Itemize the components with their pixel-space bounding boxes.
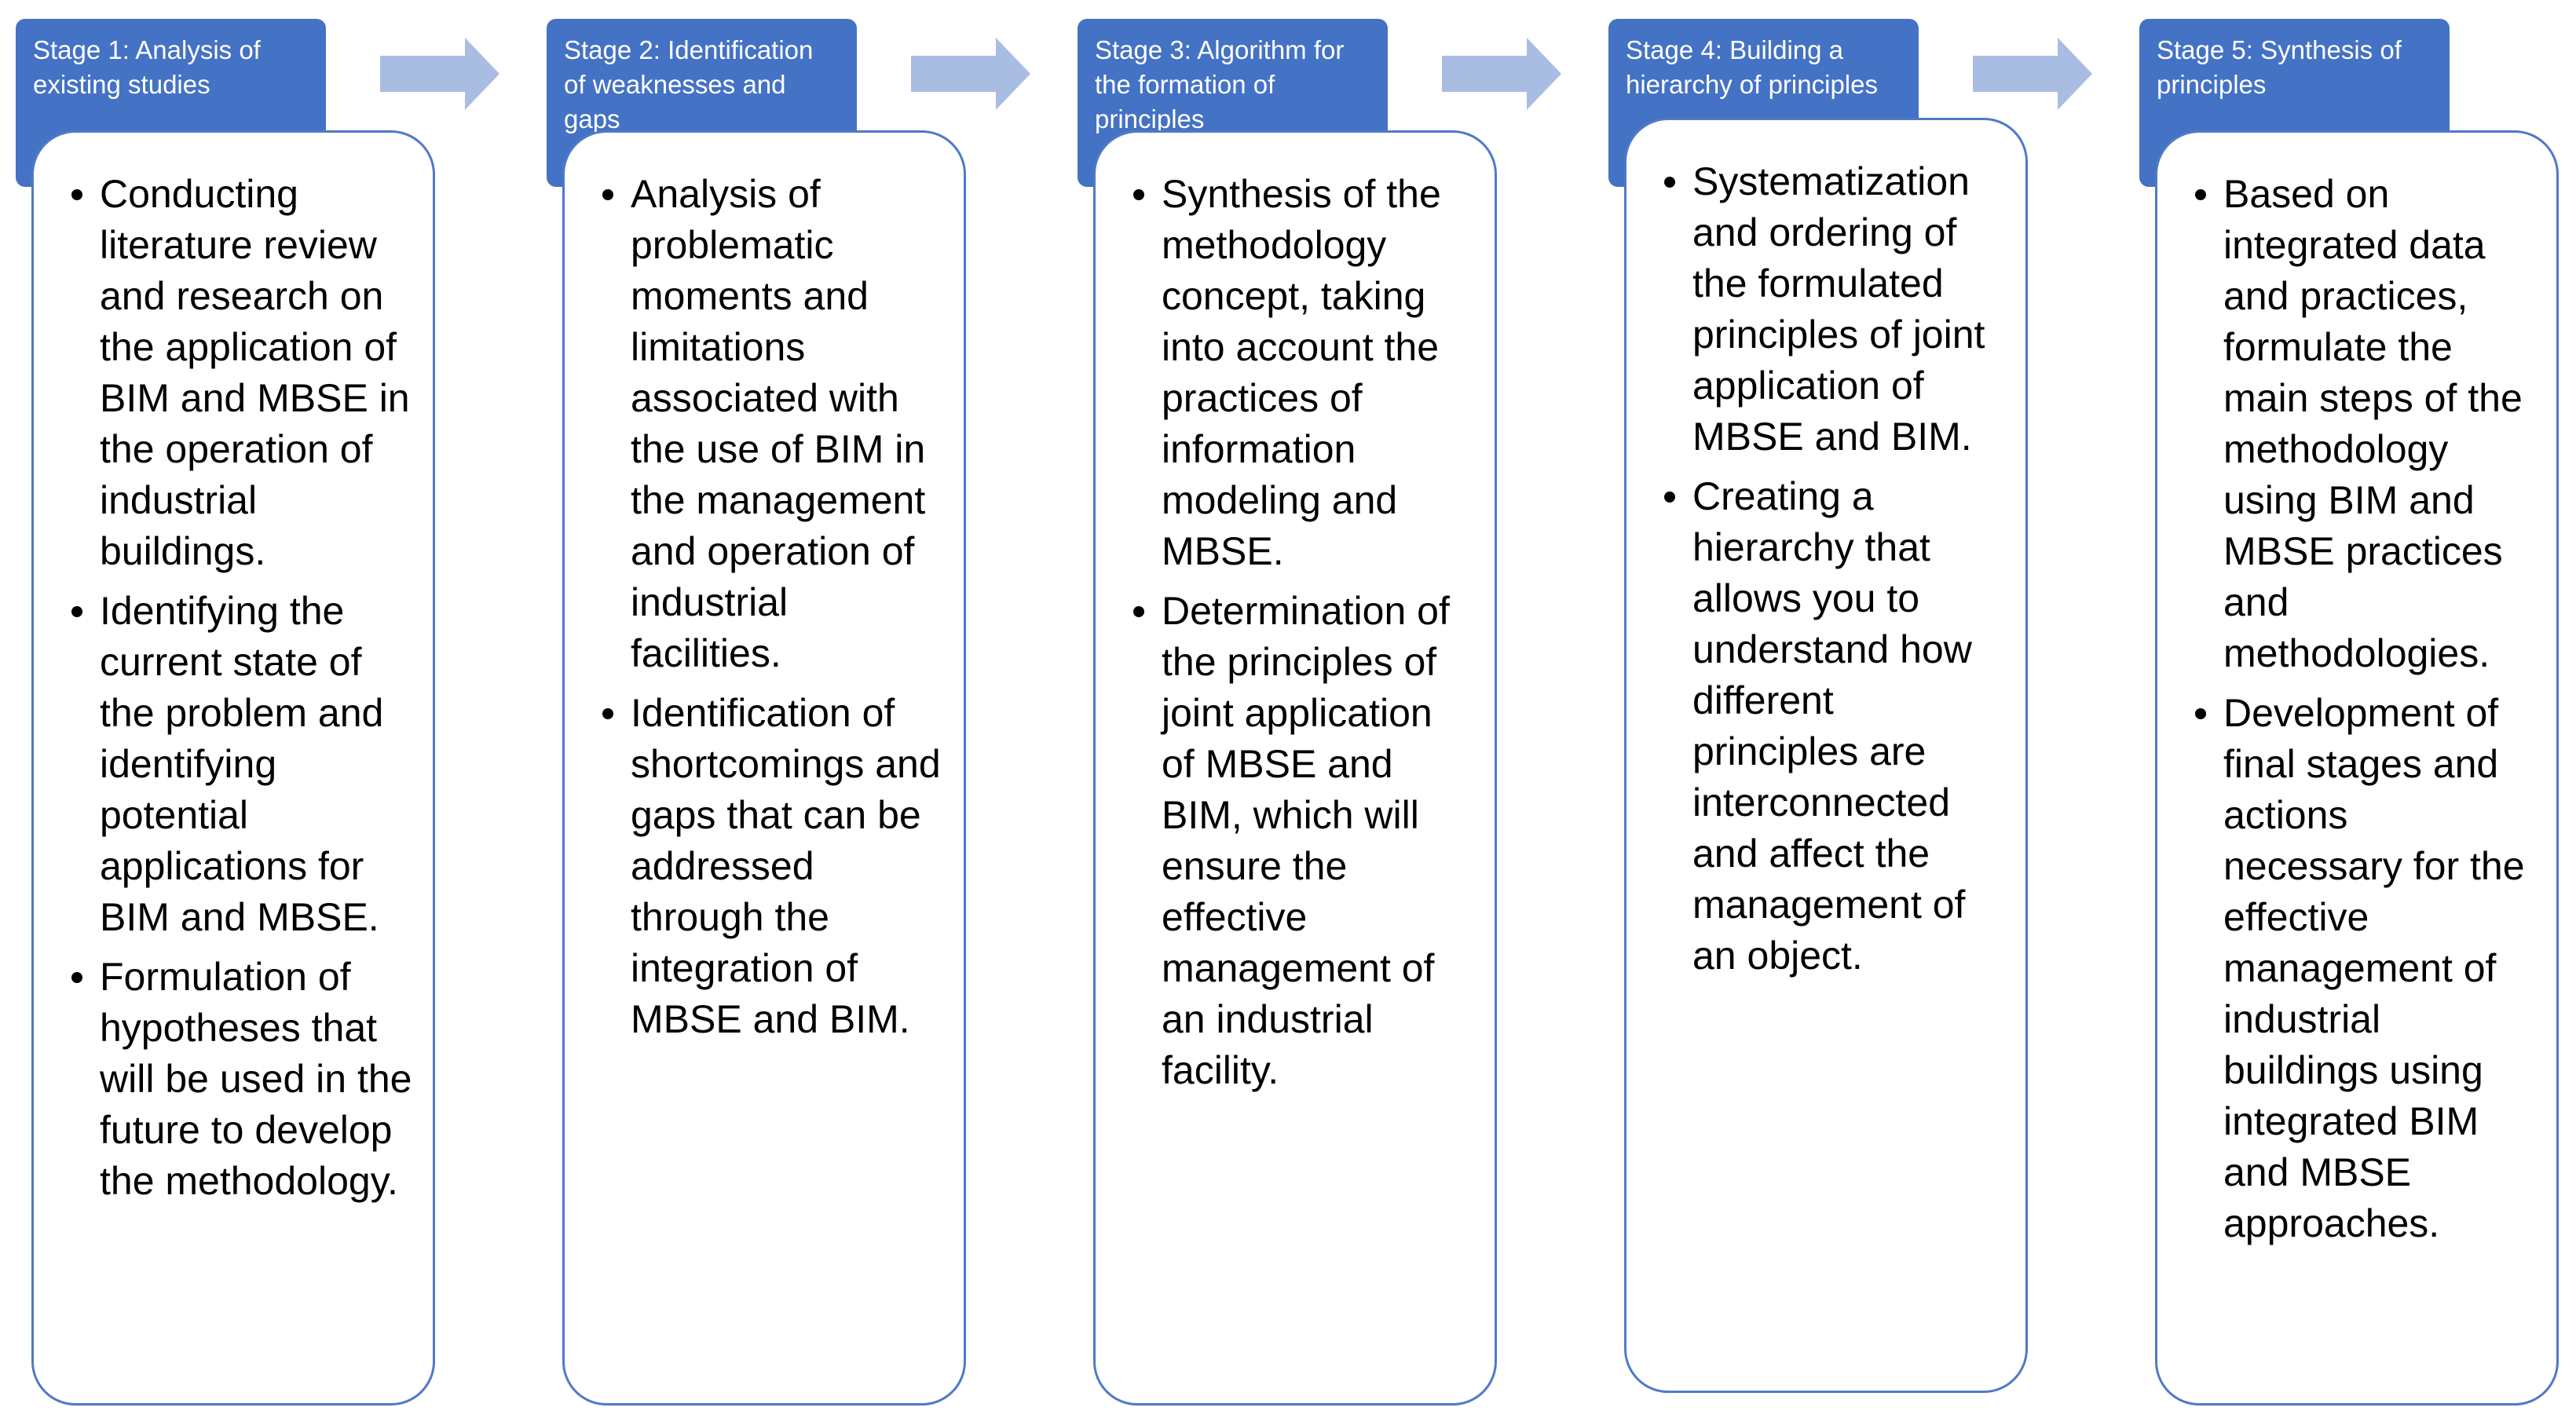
stage-1-bullet-1: Conducting literature review and researc… bbox=[65, 169, 414, 577]
bullet-icon bbox=[71, 189, 82, 200]
stage-5: Stage 5: Synthesis of principles Based o… bbox=[2139, 0, 2576, 1422]
stage-2-title: Stage 2: Identification of weaknesses an… bbox=[564, 35, 814, 133]
bullet-text: Formulation of hypotheses that will be u… bbox=[100, 955, 412, 1203]
bullet-text: Synthesis of the methodology concept, ta… bbox=[1162, 172, 1441, 573]
bullet-icon bbox=[1133, 189, 1144, 200]
stage-4-bullet-2: Creating a hierarchy that allows you to … bbox=[1658, 471, 2007, 982]
bullet-text: Analysis of problematic moments and limi… bbox=[631, 172, 926, 675]
bullet-icon bbox=[1664, 492, 1675, 503]
arrow-shape bbox=[1973, 38, 2092, 110]
stage-1: Stage 1: Analysis of existing studies Co… bbox=[16, 0, 456, 1422]
stage-1-card: Conducting literature review and researc… bbox=[31, 130, 435, 1406]
bullet-text: Determination of the principles of joint… bbox=[1162, 589, 1450, 1092]
stage-5-card: Based on integrated data and practices, … bbox=[2155, 130, 2559, 1406]
bullet-text: Systematization and ordering of the form… bbox=[1692, 159, 1985, 459]
arrow-shape bbox=[380, 38, 499, 110]
bullet-text: Creating a hierarchy that allows you to … bbox=[1692, 474, 1972, 978]
stage-5-bullet-2: Development of final stages and actions … bbox=[2189, 688, 2538, 1249]
stage-5-bullet-list: Based on integrated data and practices, … bbox=[2189, 169, 2538, 1249]
arrow-shape bbox=[1442, 38, 1561, 110]
stage-3: Stage 3: Algorithm for the formation of … bbox=[1078, 0, 1517, 1422]
bullet-icon bbox=[71, 972, 82, 983]
stage-4-card: Systematization and ordering of the form… bbox=[1624, 118, 2028, 1393]
stage-3-bullet-1: Synthesis of the methodology concept, ta… bbox=[1127, 169, 1476, 577]
arrow-right-icon bbox=[1973, 38, 2092, 110]
stage-2: Stage 2: Identification of weaknesses an… bbox=[547, 0, 986, 1422]
stage-1-bullet-3: Formulation of hypotheses that will be u… bbox=[65, 952, 414, 1207]
stage-1-bullet-list: Conducting literature review and researc… bbox=[65, 169, 414, 1207]
bullet-icon bbox=[602, 189, 613, 200]
stage-4-bullet-1: Systematization and ordering of the form… bbox=[1658, 156, 2007, 462]
stage-2-bullet-list: Analysis of problematic moments and limi… bbox=[596, 169, 945, 1045]
bullet-icon bbox=[2195, 708, 2206, 719]
arrow-shape bbox=[911, 38, 1030, 110]
stage-1-title: Stage 1: Analysis of existing studies bbox=[33, 35, 261, 99]
stage-4-title: Stage 4: Building a hierarchy of princip… bbox=[1626, 35, 1878, 99]
arrow-right-icon bbox=[1442, 38, 1561, 110]
stage-3-bullet-2: Determination of the principles of joint… bbox=[1127, 586, 1476, 1096]
stage-3-card: Synthesis of the methodology concept, ta… bbox=[1093, 130, 1497, 1406]
stage-2-bullet-1: Analysis of problematic moments and limi… bbox=[596, 169, 945, 679]
bullet-icon bbox=[1664, 177, 1675, 188]
arrow-right-icon bbox=[911, 38, 1030, 110]
bullet-icon bbox=[2195, 189, 2206, 200]
stage-2-card: Analysis of problematic moments and limi… bbox=[562, 130, 966, 1406]
stage-5-title: Stage 5: Synthesis of principles bbox=[2157, 35, 2402, 99]
bullet-icon bbox=[602, 708, 613, 719]
stage-4-bullet-list: Systematization and ordering of the form… bbox=[1658, 156, 2007, 982]
bullet-text: Identifying the current state of the pro… bbox=[100, 589, 384, 939]
stage-1-bullet-2: Identifying the current state of the pro… bbox=[65, 586, 414, 943]
bullet-text: Based on integrated data and practices, … bbox=[2223, 172, 2523, 675]
bullet-icon bbox=[71, 606, 82, 617]
bullet-text: Conducting literature review and researc… bbox=[100, 172, 410, 573]
stage-3-bullet-list: Synthesis of the methodology concept, ta… bbox=[1127, 169, 1476, 1096]
bullet-text: Development of final stages and actions … bbox=[2223, 691, 2525, 1245]
stage-5-bullet-1: Based on integrated data and practices, … bbox=[2189, 169, 2538, 679]
arrow-right-icon bbox=[380, 38, 499, 110]
stage-2-bullet-2: Identification of shortcomings and gaps … bbox=[596, 688, 945, 1045]
stage-3-title: Stage 3: Algorithm for the formation of … bbox=[1095, 35, 1345, 133]
stage-4: Stage 4: Building a hierarchy of princip… bbox=[1608, 0, 2048, 1422]
bullet-icon bbox=[1133, 606, 1144, 617]
bullet-text: Identification of shortcomings and gaps … bbox=[631, 691, 941, 1041]
